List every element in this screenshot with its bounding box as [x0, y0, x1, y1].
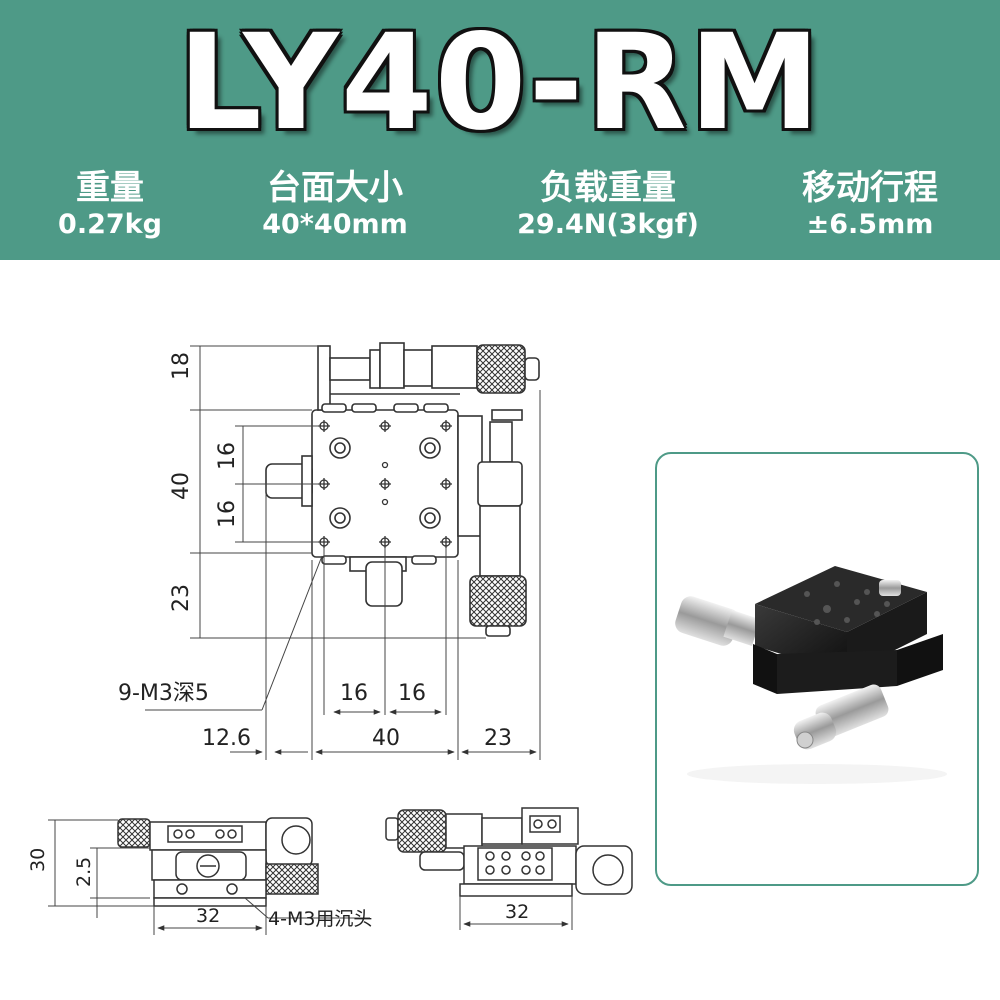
dim-18: 18 — [169, 352, 194, 380]
spec-weight-label: 重量 — [76, 168, 144, 208]
product-photo-frame — [655, 452, 979, 886]
spec-load-label: 负载重量 — [540, 168, 676, 208]
spec-weight-value: 0.27kg — [58, 209, 162, 240]
dim-12-6: 12.6 — [202, 726, 251, 751]
dim-23-horizontal: 23 — [484, 726, 512, 751]
knurl-knob-top — [476, 344, 526, 394]
top-view — [265, 342, 540, 637]
micrometer-left — [675, 596, 761, 646]
dim-23-vertical: 23 — [169, 584, 194, 612]
spec-table-size-label: 台面大小 — [267, 168, 403, 208]
spec-travel-value: ±6.5mm — [806, 209, 934, 240]
dim-30: 30 — [27, 848, 49, 872]
dim-32-left: 32 — [196, 905, 220, 927]
knurl-knob-side-right — [397, 809, 447, 853]
spec-load: 负载重量 29.4N(3kgf) — [483, 168, 733, 242]
spec-travel-label: 移动行程 — [802, 168, 938, 208]
dim-40-vertical: 40 — [169, 472, 194, 500]
spec-table-size: 台面大小 40*40mm — [210, 168, 460, 242]
dim-16-upper: 16 — [215, 442, 240, 470]
knurl-knob-side-bottom — [265, 863, 319, 895]
dim-16-x-left: 16 — [340, 681, 368, 706]
side-view-right — [385, 807, 633, 897]
holes-note: 9-M3深5 — [118, 681, 209, 706]
knurl-knob-side-left — [117, 818, 151, 848]
spec-table-size-value: 40*40mm — [262, 209, 408, 240]
spec-weight: 重量 0.27kg — [0, 168, 235, 242]
dim-32-right: 32 — [505, 901, 529, 923]
dim-16-x-right: 16 — [398, 681, 426, 706]
product-photo — [675, 566, 947, 784]
header-banner: LY40-RM 重量 0.27kg 台面大小 40*40mm 负载重量 29.4… — [0, 0, 1000, 260]
knurl-knob-right — [469, 575, 527, 627]
top-view-dimension-lines — [145, 345, 541, 760]
side-right-dimension-lines — [459, 896, 573, 930]
knob-right-top — [879, 580, 901, 596]
dim-2-5: 2.5 — [73, 857, 95, 887]
spec-travel: 移动行程 ±6.5mm — [745, 168, 995, 242]
mount-holes-note: 4-M3用沉头 — [268, 908, 372, 930]
side-left-dimension-lines — [48, 819, 370, 935]
technical-drawing: 18 40 16 16 23 9-M3深5 16 16 12.6 40 23 3… — [27, 342, 633, 935]
dim-16-lower: 16 — [215, 500, 240, 528]
side-view-left — [117, 817, 319, 907]
micrometer-bottom — [793, 684, 889, 750]
spec-load-value: 29.4N(3kgf) — [517, 209, 699, 240]
product-title: LY40-RM — [177, 6, 823, 160]
dim-40-horizontal: 40 — [372, 726, 400, 751]
